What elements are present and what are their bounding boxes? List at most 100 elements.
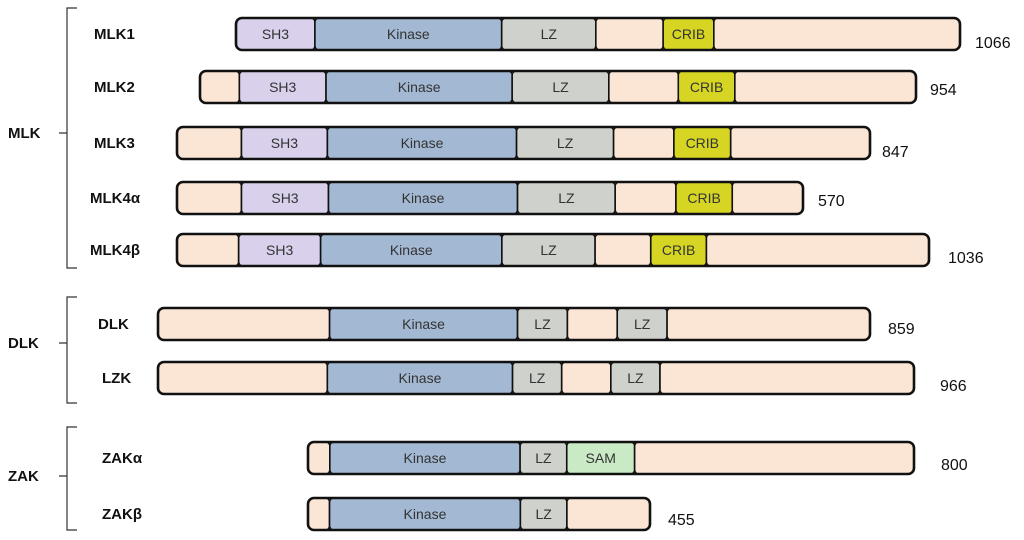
domain-label: LZ	[529, 370, 546, 386]
protein-outline	[175, 125, 872, 161]
domain-body	[566, 498, 650, 530]
domain-label: SH3	[262, 26, 289, 42]
domain-label: CRIB	[690, 79, 723, 95]
protein-label: LZK	[102, 370, 131, 387]
length-label: 1066	[975, 35, 1011, 52]
protein-mlk3: MLK3 SH3 Kinase LZ CRIB 847	[94, 125, 909, 161]
domain-label: SH3	[271, 190, 298, 206]
protein-mlk4-alpha: MLK4α SH3 Kinase LZ CRIB 570	[90, 180, 845, 216]
protein-label: MLK2	[94, 79, 135, 96]
protein-mlk2: MLK2 SH3 Kinase LZ CRIB 954	[94, 69, 957, 105]
protein-label: MLK3	[94, 135, 135, 152]
domain-body	[595, 18, 664, 50]
protein-outline	[306, 496, 652, 532]
domain-body	[612, 127, 675, 159]
domain-body	[177, 182, 243, 214]
domain-body	[633, 442, 914, 474]
protein-label: MLK4β	[90, 242, 140, 259]
domain-label: Kinase	[404, 506, 447, 522]
domain-body	[666, 308, 870, 340]
protein-mlk1: MLK1 SH3 Kinase LZ CRIB 1066	[94, 16, 1011, 52]
domain-label: LZ	[535, 506, 552, 522]
domain-body	[200, 71, 241, 103]
length-label: 859	[888, 321, 915, 338]
domain-body	[659, 362, 914, 394]
length-label: 455	[668, 512, 695, 529]
domain-label: LZ	[634, 316, 651, 332]
protein-outline	[156, 360, 916, 396]
protein-dlk: DLK Kinase LZ LZ 859	[98, 306, 915, 342]
domain-label: LZ	[540, 242, 557, 258]
domain-body	[177, 234, 240, 266]
domain-label: SAM	[586, 450, 616, 466]
domain-label: Kinase	[387, 26, 430, 42]
domain-label: CRIB	[686, 135, 719, 151]
length-label: 1036	[948, 250, 984, 267]
domain-label: LZ	[557, 135, 574, 151]
domain-label: Kinase	[402, 316, 445, 332]
protein-mlk4-beta: MLK4β SH3 Kinase LZ CRIB 1036	[90, 232, 984, 268]
group-label: DLK	[8, 335, 39, 352]
protein-zak-alpha: ZAKα Kinase LZ SAM 800	[102, 440, 968, 476]
protein-outline	[175, 232, 931, 268]
group-bracket	[59, 296, 77, 404]
protein-zak-beta: ZAKβ Kinase LZ 455	[102, 496, 695, 532]
domain-label: SH3	[271, 135, 298, 151]
protein-label: MLK1	[94, 26, 135, 43]
domain-label: LZ	[541, 26, 558, 42]
domain-label: CRIB	[672, 26, 705, 42]
group-label: ZAK	[8, 468, 39, 485]
length-label: 847	[882, 144, 909, 161]
domain-body	[713, 18, 960, 50]
domain-body	[560, 362, 612, 394]
domain-body	[308, 442, 331, 474]
domain-label: LZ	[558, 190, 575, 206]
domain-body	[566, 308, 619, 340]
length-label: 570	[818, 193, 845, 210]
domain-label: CRIB	[662, 242, 695, 258]
domain-label: CRIB	[687, 190, 720, 206]
length-label: 954	[930, 82, 957, 99]
group-bracket	[59, 426, 77, 531]
protein-lzk: LZK Kinase LZ LZ 966	[102, 360, 967, 396]
domain-body	[729, 127, 870, 159]
domain-body	[731, 182, 803, 214]
domain-body	[594, 234, 652, 266]
domain-body	[614, 182, 677, 214]
domain-body	[608, 71, 680, 103]
protein-outline	[234, 16, 962, 52]
domain-label: Kinase	[404, 450, 447, 466]
domain-label: Kinase	[399, 370, 442, 386]
domain-label: SH3	[266, 242, 293, 258]
domain-label: Kinase	[390, 242, 433, 258]
domain-body	[158, 308, 331, 340]
domain-label: Kinase	[398, 79, 441, 95]
domain-label: LZ	[627, 370, 644, 386]
group-bracket	[59, 7, 77, 269]
domain-body	[308, 498, 331, 530]
domain-label: Kinase	[402, 190, 445, 206]
protein-outline	[306, 440, 916, 476]
group-label: MLK	[8, 125, 41, 142]
protein-outline	[175, 180, 805, 216]
domain-label: LZ	[535, 450, 552, 466]
protein-label: MLK4α	[90, 190, 141, 207]
domain-body	[177, 127, 243, 159]
domain-label: LZ	[534, 316, 551, 332]
protein-outline	[156, 306, 872, 342]
domain-body	[734, 71, 916, 103]
domain-label: LZ	[552, 79, 569, 95]
length-label: 966	[940, 378, 967, 395]
domain-label: Kinase	[401, 135, 444, 151]
protein-label: ZAKβ	[102, 506, 142, 523]
protein-label: DLK	[98, 316, 129, 333]
domain-body	[705, 234, 929, 266]
length-label: 800	[941, 457, 968, 474]
domain-label: SH3	[269, 79, 296, 95]
protein-label: ZAKα	[102, 450, 143, 467]
domain-body	[158, 362, 329, 394]
